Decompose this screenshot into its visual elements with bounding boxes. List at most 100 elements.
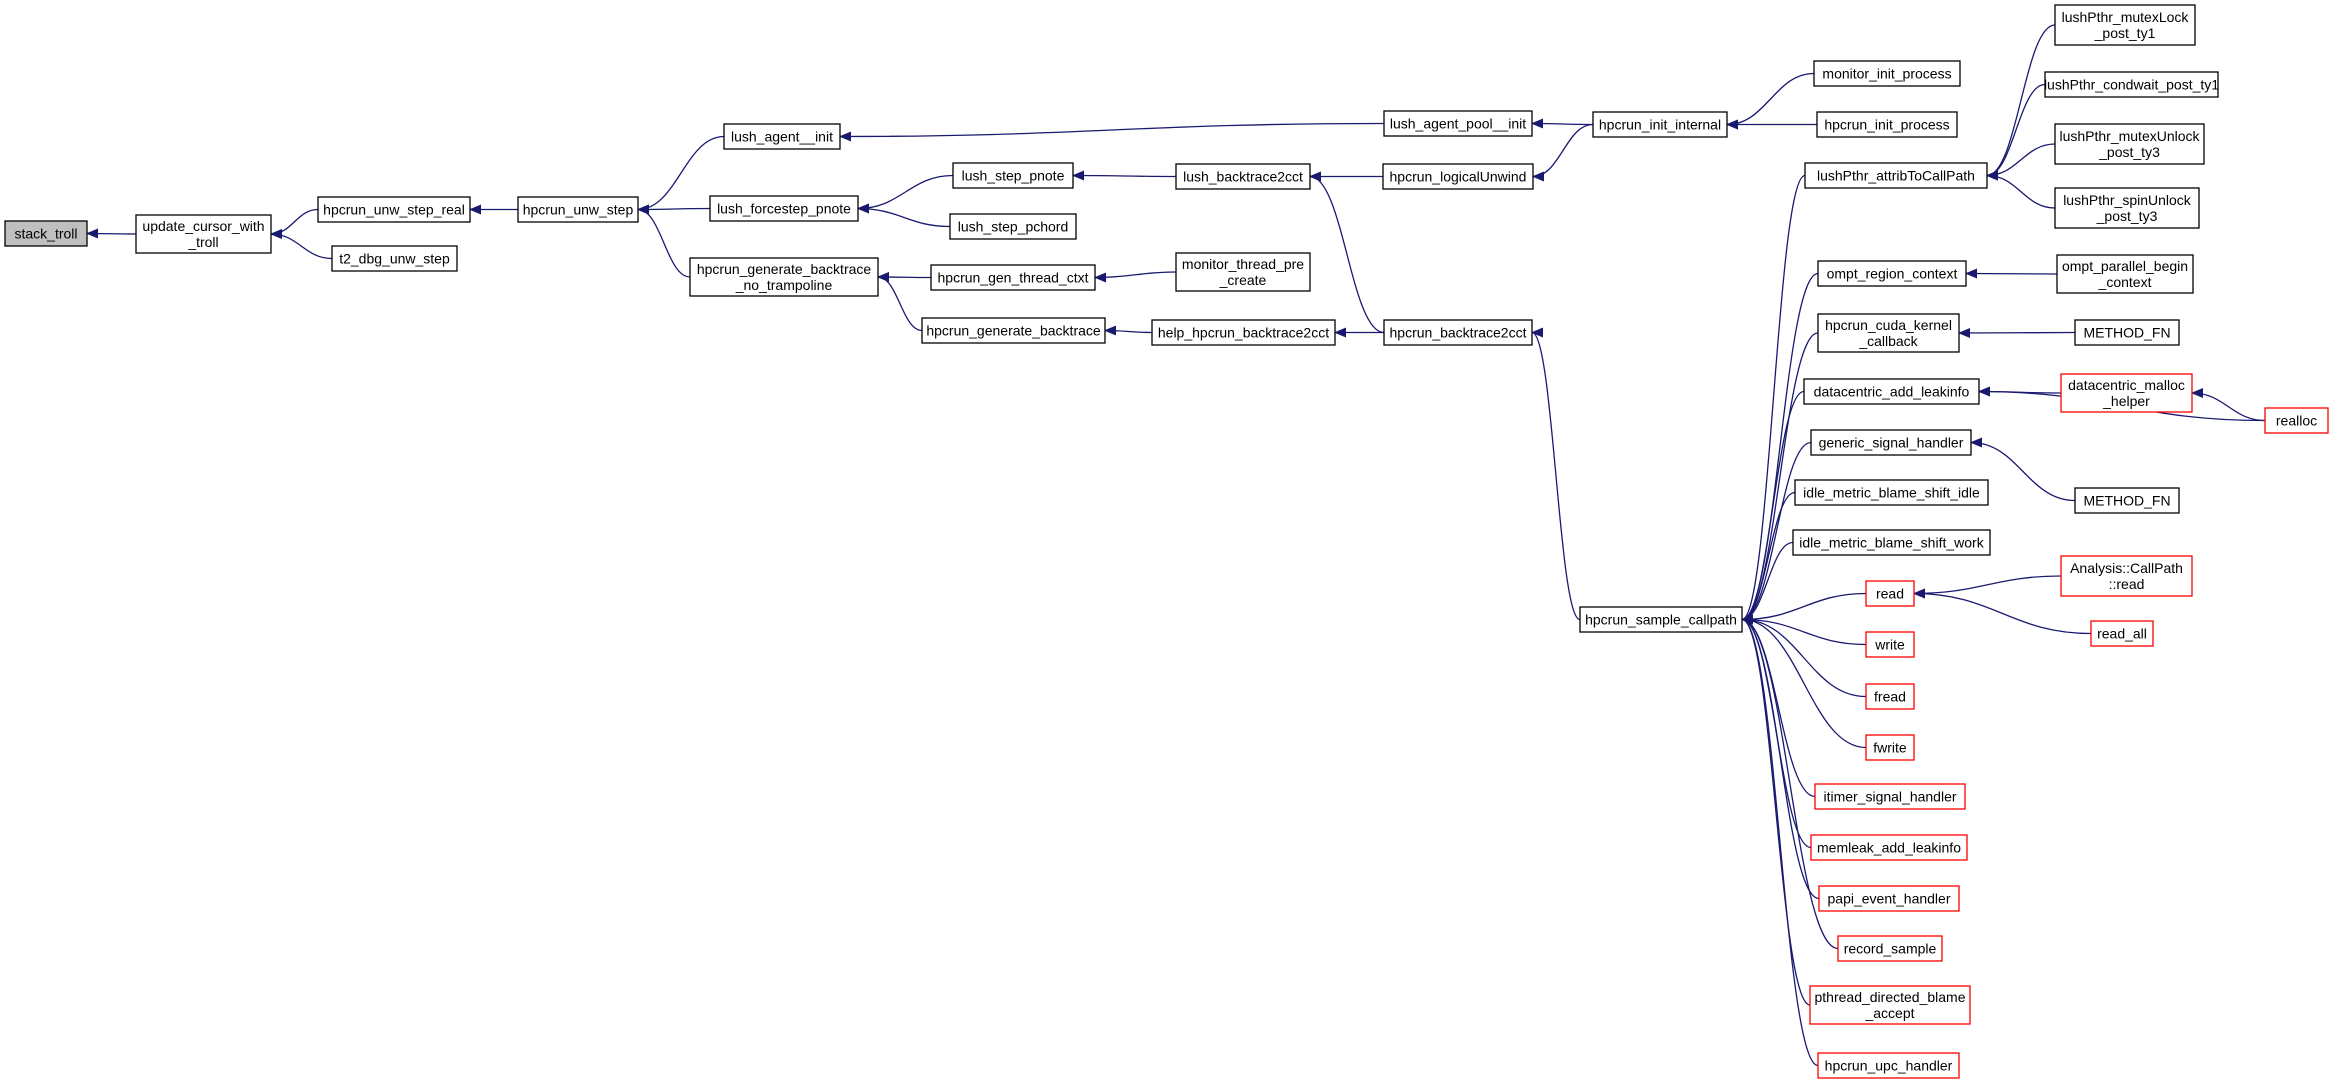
- node-box: [1810, 429, 1972, 456]
- node-method-fn-1[interactable]: METHOD_FN: [2074, 319, 2180, 346]
- node-logical-unwind[interactable]: hpcrun_logicalUnwind: [1382, 163, 1534, 190]
- node-lush-agent-pool-init[interactable]: lush_agent_pool__init: [1383, 110, 1533, 137]
- node-idle-shift-idle[interactable]: idle_metric_blame_shift_idle: [1794, 479, 1989, 506]
- node-papi[interactable]: papi_event_handler: [1818, 885, 1960, 912]
- node-ompt-parallel-begin[interactable]: ompt_parallel_begin_context: [2056, 254, 2194, 294]
- edge-cuda_kernel_cb-to-sample_callpath: [1741, 332, 1819, 625]
- node-record-sample[interactable]: record_sample: [1837, 935, 1943, 962]
- node-label: help_hpcrun_backtrace2cct: [1158, 325, 1329, 341]
- node-write[interactable]: write: [1865, 631, 1915, 658]
- node-box: [331, 245, 458, 272]
- node-label: lush_step_pnote: [962, 168, 1065, 184]
- node-callpath-read[interactable]: Analysis::CallPath::read: [2060, 555, 2193, 597]
- node-fread[interactable]: fread: [1865, 683, 1915, 710]
- node-label: hpcrun_generate_backtrace: [926, 323, 1101, 339]
- node-dc-malloc-helper[interactable]: datacentric_malloc_helper: [2060, 373, 2193, 413]
- edge-method_fn_2-to-generic_signal: [1970, 437, 2076, 502]
- node-monitor-init-process[interactable]: monitor_init_process: [1813, 60, 1961, 87]
- edge-line: [1970, 437, 2076, 502]
- node-label: itimer_signal_handler: [1823, 789, 1956, 805]
- node-unw-step-real[interactable]: hpcrun_unw_step_real: [317, 196, 471, 223]
- edge-dc_add_leakinfo-to-sample_callpath: [1741, 390, 1805, 625]
- edge-mutexLock-to-attribToCallPath: [1986, 24, 2056, 181]
- node-fwrite[interactable]: fwrite: [1865, 734, 1915, 761]
- node-label: lushPthr_attribToCallPath: [1817, 168, 1975, 184]
- node-box: [517, 196, 639, 223]
- node-box: [1592, 111, 1728, 138]
- edge-gen_thread_ctxt-to-gen_bt_notramp: [877, 272, 932, 283]
- edge-line: [877, 272, 923, 332]
- node-label: Analysis::CallPath: [2070, 560, 2183, 576]
- node-box: [1579, 606, 1743, 633]
- node-read[interactable]: read: [1865, 580, 1915, 607]
- edge-line: [1741, 390, 1805, 625]
- edge-t2_dbg-to-update_cursor: [270, 229, 333, 260]
- node-hpcrun-init-process[interactable]: hpcrun_init_process: [1816, 111, 1958, 138]
- node-bt2cct[interactable]: hpcrun_backtrace2cct: [1383, 319, 1533, 346]
- node-box: [1865, 631, 1915, 658]
- node-upc-handler[interactable]: hpcrun_upc_handler: [1817, 1052, 1960, 1079]
- node-update-cursor[interactable]: update_cursor_with_troll: [135, 214, 272, 254]
- node-sample-callpath[interactable]: hpcrun_sample_callpath: [1579, 606, 1743, 633]
- node-init-internal[interactable]: hpcrun_init_internal: [1592, 111, 1728, 138]
- node-itimer[interactable]: itimer_signal_handler: [1814, 783, 1966, 810]
- node-label: t2_dbg_unw_step: [339, 251, 450, 267]
- edge-line: [1741, 174, 1806, 625]
- node-box: [1813, 60, 1961, 87]
- node-help-bt2cct[interactable]: help_hpcrun_backtrace2cct: [1151, 319, 1336, 346]
- edge-help_bt2cct-to-gen_bt: [1104, 325, 1153, 336]
- node-box: [1382, 163, 1534, 190]
- node-box: [2054, 123, 2205, 165]
- node-unw-step[interactable]: hpcrun_unw_step: [517, 196, 639, 223]
- node-label: ompt_parallel_begin: [2062, 258, 2188, 274]
- node-memleak[interactable]: memleak_add_leakinfo: [1810, 834, 1968, 861]
- node-pthread-dba[interactable]: pthread_directed_blame_accept: [1809, 985, 1971, 1025]
- node-monitor-thread-pre[interactable]: monitor_thread_pre_create: [1175, 252, 1311, 292]
- node-label: realloc: [2276, 413, 2317, 429]
- edge-line: [1986, 24, 2056, 181]
- edge-line: [1741, 441, 1812, 625]
- node-label: _create: [1219, 272, 1267, 288]
- node-cuda-kernel-cb[interactable]: hpcrun_cuda_kernel_callback: [1817, 313, 1960, 353]
- node-box: [1865, 683, 1915, 710]
- node-generic-signal[interactable]: generic_signal_handler: [1810, 429, 1972, 456]
- node-lush-step-pnote[interactable]: lush_step_pnote: [952, 162, 1074, 189]
- node-read-all[interactable]: read_all: [2090, 620, 2154, 647]
- node-method-fn-2[interactable]: METHOD_FN: [2074, 487, 2180, 514]
- node-lush-forcestep[interactable]: lush_forcestep_pnote: [709, 195, 859, 222]
- node-box: [1817, 260, 1967, 287]
- node-dc-add-leakinfo[interactable]: datacentric_add_leakinfo: [1803, 378, 1980, 405]
- edge-lush_step_pnote-to-lush_forcestep: [857, 174, 954, 214]
- node-box: [949, 213, 1077, 240]
- node-box: [1803, 378, 1980, 405]
- node-mutexLock[interactable]: lushPthr_mutexLock_post_ty1: [2054, 4, 2196, 46]
- edge-condwait-to-attribToCallPath: [1986, 83, 2046, 181]
- node-mutexUnlock[interactable]: lushPthr_mutexUnlock_post_ty3: [2054, 123, 2205, 165]
- node-box: [921, 317, 1106, 344]
- node-gen-bt-notramp[interactable]: hpcrun_generate_backtrace_no_trampoline: [689, 257, 879, 297]
- node-realloc[interactable]: realloc: [2264, 407, 2329, 434]
- node-label: hpcrun_unw_step: [523, 202, 634, 218]
- node-lush-step-pchord[interactable]: lush_step_pchord: [949, 213, 1077, 240]
- edge-line: [1531, 327, 1581, 621]
- node-attribToCallPath[interactable]: lushPthr_attribToCallPath: [1804, 162, 1988, 189]
- node-box: [1865, 734, 1915, 761]
- node-label: _context: [2098, 274, 2152, 290]
- node-label: update_cursor_with: [142, 218, 264, 234]
- node-label: hpcrun_sample_callpath: [1585, 612, 1737, 628]
- node-label: monitor_init_process: [1822, 66, 1951, 82]
- node-idle-shift-work[interactable]: idle_metric_blame_shift_work: [1792, 529, 1991, 556]
- node-gen-thread-ctxt[interactable]: hpcrun_gen_thread_ctxt: [930, 264, 1096, 291]
- node-box: [1865, 580, 1915, 607]
- node-condwait[interactable]: lushPthr_condwait_post_ty1: [2044, 71, 2219, 98]
- node-gen-bt[interactable]: hpcrun_generate_backtrace: [921, 317, 1106, 344]
- node-t2-dbg[interactable]: t2_dbg_unw_step: [331, 245, 458, 272]
- node-lush-backtrace2cct[interactable]: lush_backtrace2cct: [1175, 163, 1311, 190]
- edge-bt2cct-to-lush_backtrace2cct: [1309, 171, 1385, 334]
- node-spinUnlock[interactable]: lushPthr_spinUnlock_post_ty3: [2054, 187, 2200, 229]
- node-label: fread: [1874, 689, 1906, 705]
- node-label: METHOD_FN: [2083, 325, 2170, 341]
- node-ompt-region-context[interactable]: ompt_region_context: [1817, 260, 1967, 287]
- node-lush-agent-init[interactable]: lush_agent__init: [723, 123, 841, 150]
- node-label: hpcrun_init_internal: [1599, 117, 1721, 133]
